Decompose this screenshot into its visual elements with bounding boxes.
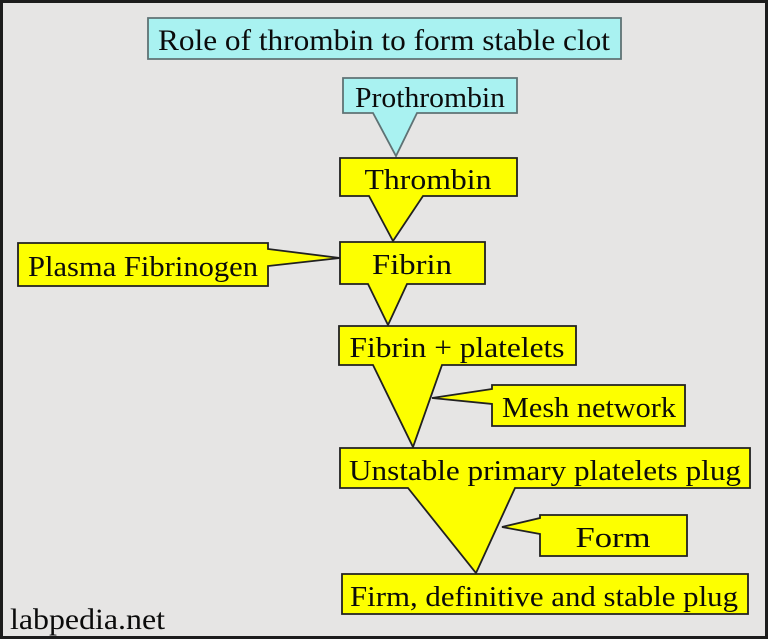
node-thrombin-shape — [339, 157, 518, 243]
node-fibrin-label: Fibrin — [372, 249, 453, 281]
node-title-label: Role of thrombin to form stable clot — [158, 24, 611, 57]
node-form-shape — [501, 514, 688, 557]
node-fibrin-platelets-label: Fibrin + platelets — [350, 332, 565, 364]
node-mesh-network-label: Mesh network — [502, 392, 677, 424]
node-stable-plug-shape — [341, 573, 749, 615]
node-title-shape — [147, 17, 622, 60]
node-thrombin-label: Thrombin — [365, 164, 493, 196]
node-fibrin-shape — [339, 241, 486, 328]
node-prothrombin-label: Prothrombin — [355, 82, 506, 114]
node-mesh-network-shape — [431, 384, 686, 427]
node-prothrombin-shape — [342, 77, 518, 158]
node-fibrin-platelets-shape — [338, 325, 577, 450]
node-form-label: Form — [576, 522, 652, 554]
node-stable-plug-label: Firm, definitive and stable plug — [350, 581, 738, 613]
watermark-text: labpedia.net — [10, 603, 166, 636]
node-unstable-plug-shape — [339, 447, 751, 575]
node-plasma-fibrinogen-label: Plasma Fibrinogen — [28, 251, 259, 283]
node-plasma-fibrinogen-shape — [17, 242, 341, 287]
node-unstable-plug-label: Unstable primary platelets plug — [349, 455, 741, 487]
